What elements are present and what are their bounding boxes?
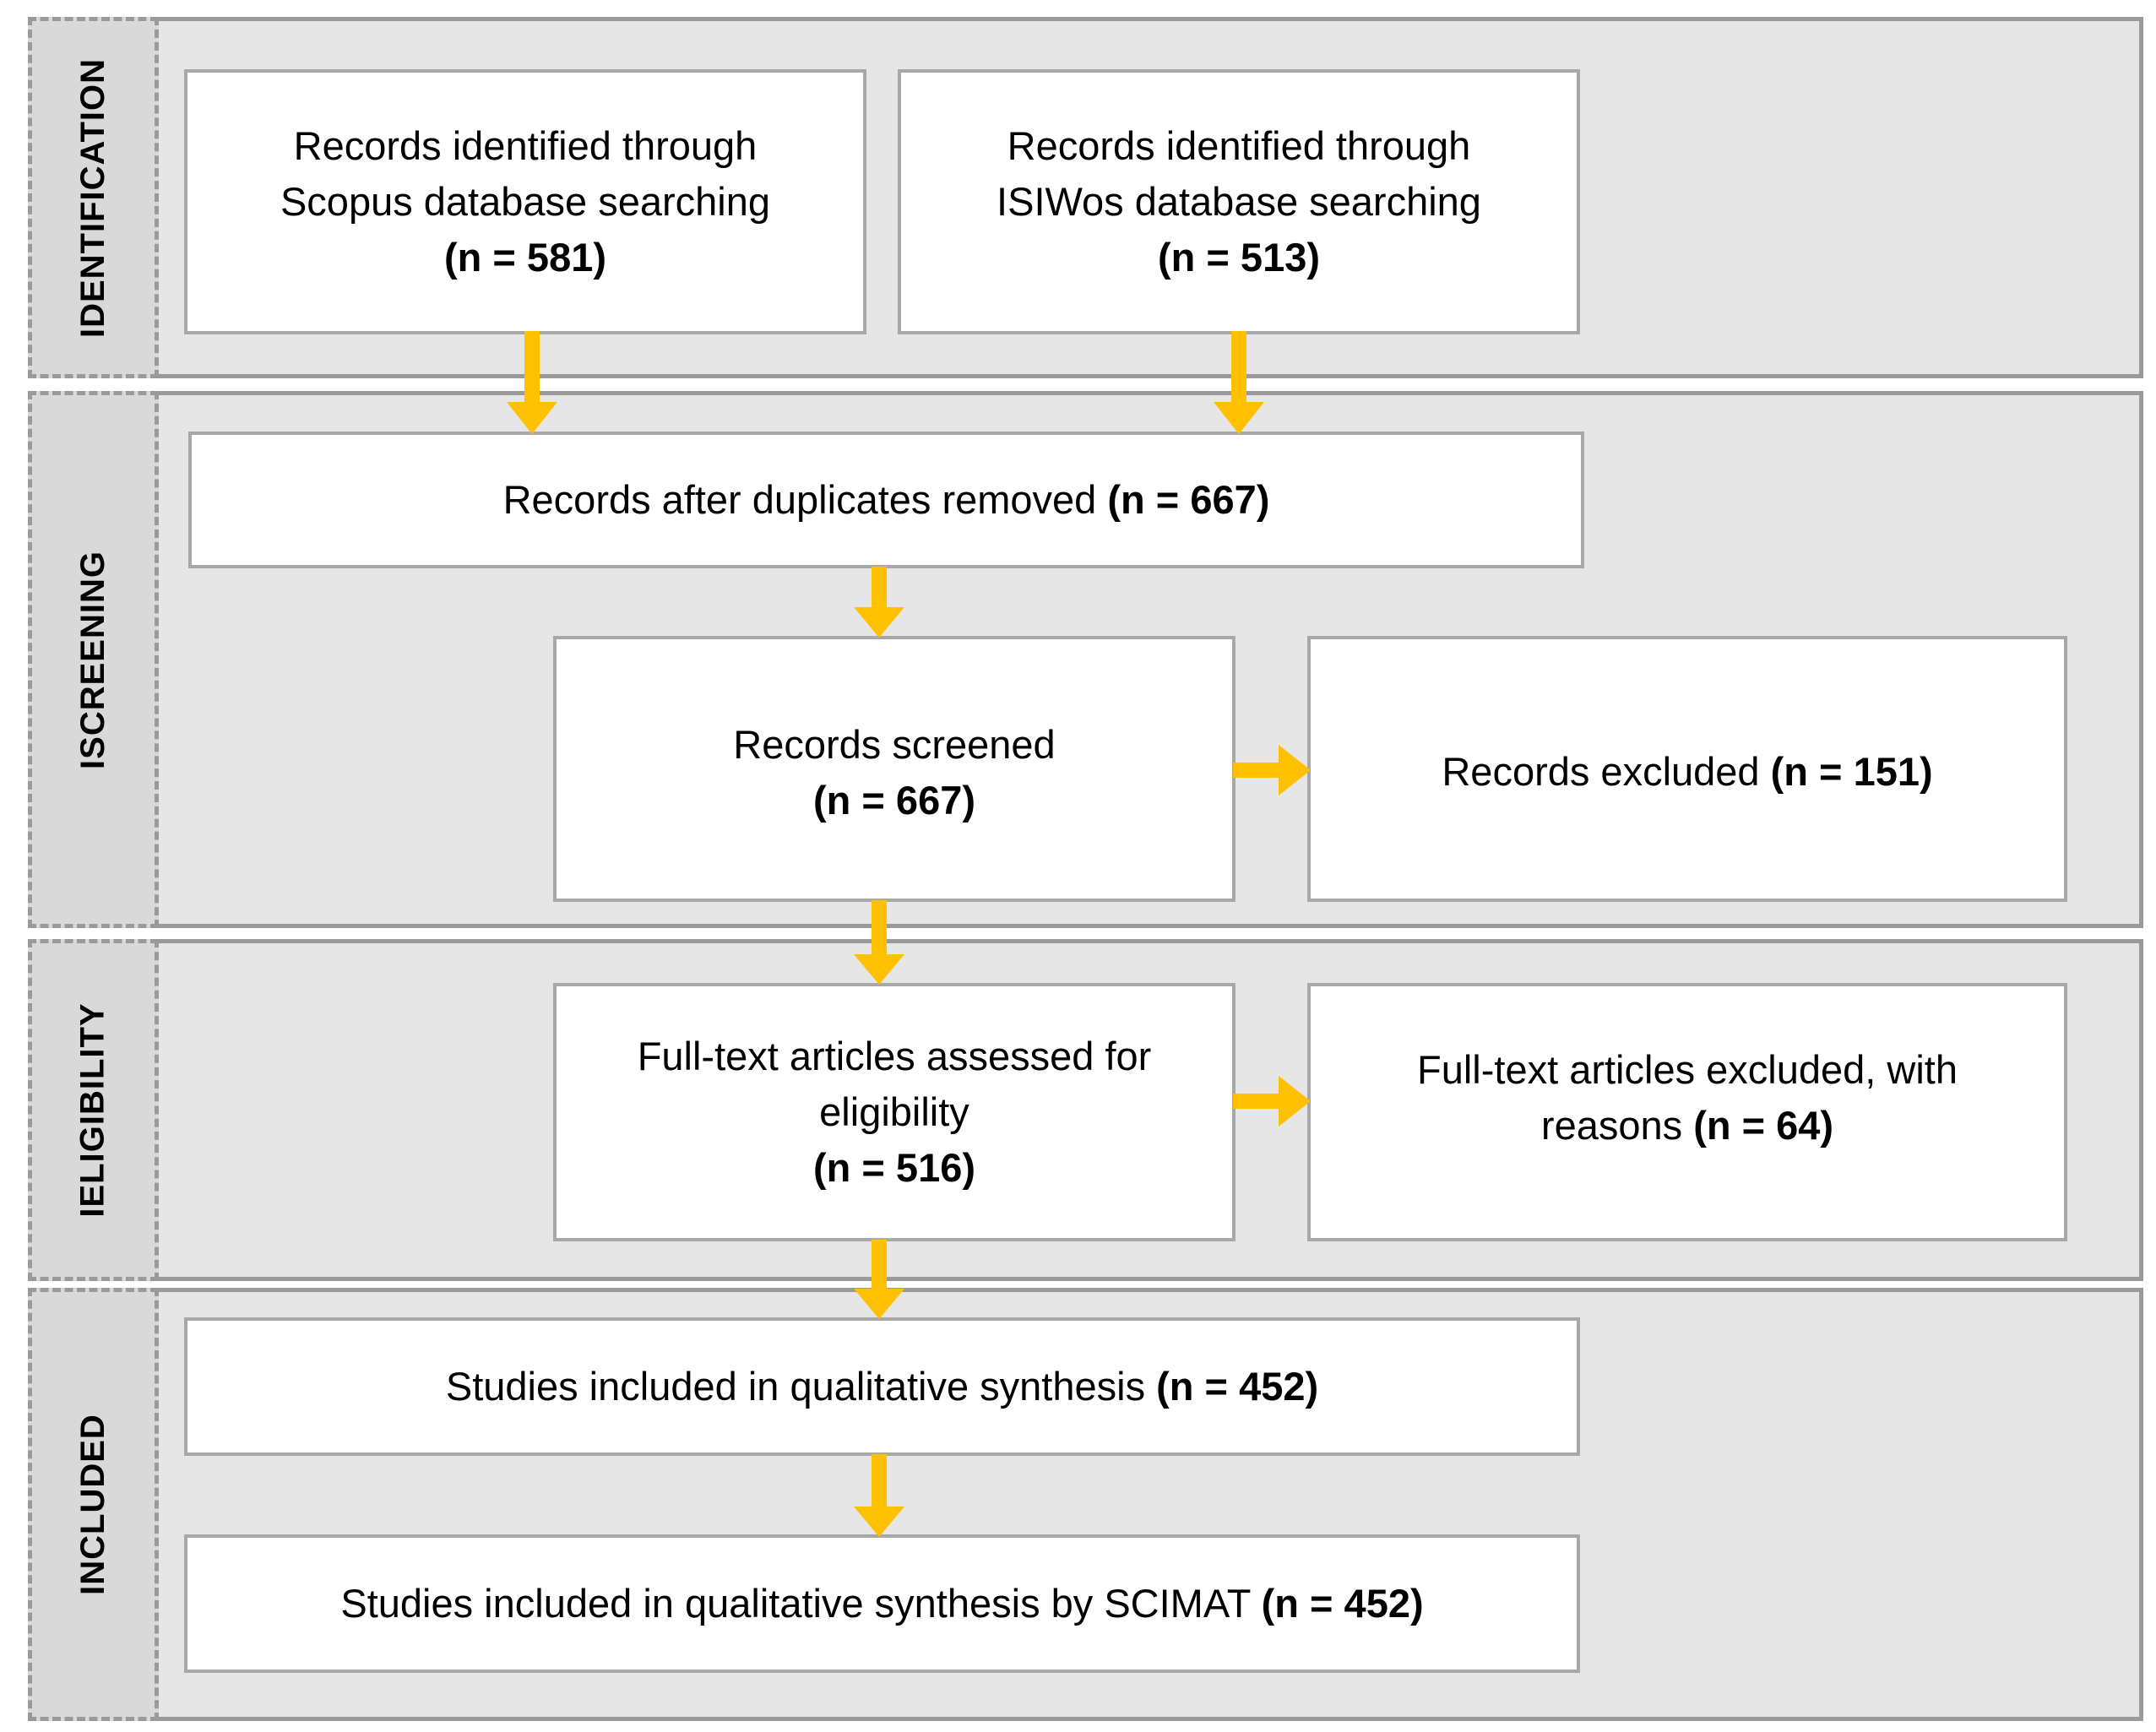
screened-count: (n = 667) (813, 778, 975, 823)
duplicates-box: Records after duplicates removed (n = 66… (188, 432, 1584, 568)
fulltext-excluded-text: reasons (1540, 1103, 1683, 1148)
qualitative-count: (n = 452) (1156, 1364, 1319, 1409)
scimat-line: Studies included in qualitative synthesi… (340, 1576, 1423, 1632)
screening-label: ISCREENING (74, 550, 111, 769)
qualitative-box: Studies included in qualitative synthesi… (184, 1317, 1580, 1456)
phase-label-identification: IDENTIFICATION (28, 17, 159, 378)
fulltext-count: (n = 516) (813, 1145, 975, 1190)
phase-label-included: INCLUDED (28, 1288, 159, 1721)
isiwos-box: Records identified through ISIWos databa… (898, 69, 1580, 334)
included-label: INCLUDED (74, 1414, 112, 1595)
excluded-line: Records excluded (n = 151) (1442, 744, 1932, 800)
excluded-count: (n = 151) (1770, 749, 1933, 794)
arrow-duplicates-to-screened (854, 567, 904, 638)
arrow-screened-to-fulltext (854, 900, 904, 985)
identification-label: IDENTIFICATION (74, 57, 112, 338)
isiwos-count: (n = 513) (1158, 235, 1320, 280)
fulltext-excluded-count: (n = 64) (1693, 1103, 1834, 1148)
scopus-box: Records identified through Scopus databa… (184, 69, 866, 334)
fulltext-excluded-line2: reasons (n = 64) (1541, 1098, 1833, 1154)
scimat-text: Studies included in qualitative synthesi… (340, 1581, 1251, 1626)
duplicates-text: Records after duplicates removed (502, 477, 1097, 522)
arrow-isiwos-to-duplicates (1214, 331, 1264, 434)
excluded-text: Records excluded (1442, 749, 1760, 794)
isiwos-text: Records identified through ISIWos databa… (997, 123, 1481, 224)
fulltext-text: Full-text articles assessed for eligibil… (637, 1034, 1152, 1134)
arrow-screened-to-excluded (1233, 745, 1311, 795)
excluded-box: Records excluded (n = 151) (1307, 636, 2067, 902)
duplicates-count: (n = 667) (1107, 477, 1270, 522)
scimat-box: Studies included in qualitative synthesi… (184, 1534, 1580, 1673)
scimat-count: (n = 452) (1261, 1581, 1424, 1626)
scopus-count: (n = 581) (444, 235, 606, 280)
qualitative-text: Studies included in qualitative synthesi… (445, 1364, 1146, 1409)
phase-label-eligibility: IELIGIBILITY (28, 939, 159, 1281)
arrow-fulltext-to-qualitative (854, 1240, 904, 1319)
screened-text: Records screened (733, 722, 1056, 767)
arrow-scopus-to-duplicates (507, 331, 557, 434)
scopus-text: Records identified through Scopus databa… (280, 123, 771, 224)
fulltext-box: Full-text articles assessed for eligibil… (553, 983, 1235, 1241)
screened-box: Records screened (n = 667) (553, 636, 1235, 902)
fulltext-excluded-line1: Full-text articles excluded, with (1417, 1047, 1958, 1092)
arrow-fulltext-to-excluded (1233, 1076, 1311, 1127)
duplicates-line: Records after duplicates removed (n = 66… (503, 472, 1270, 528)
arrow-qualitative-to-scimat (854, 1454, 904, 1537)
qualitative-line: Studies included in qualitative synthesi… (446, 1359, 1318, 1414)
fulltext-excluded-box: Full-text articles excluded, with reason… (1307, 983, 2067, 1241)
phase-label-screening: ISCREENING (28, 391, 159, 928)
eligibility-label: IELIGIBILITY (74, 1002, 112, 1218)
